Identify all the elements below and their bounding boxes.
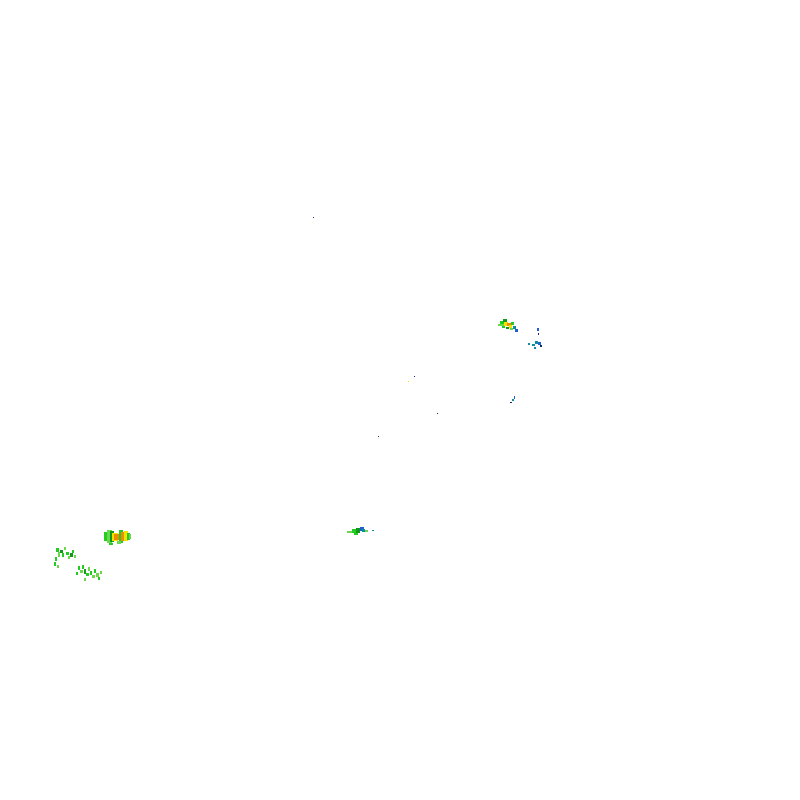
echo-pixel bbox=[503, 319, 507, 322]
echo-pixel bbox=[408, 381, 409, 382]
echo-pixel bbox=[498, 324, 504, 326]
echo-pixel bbox=[502, 326, 505, 328]
echo-pixel bbox=[512, 399, 514, 401]
echo-pixel bbox=[78, 566, 80, 570]
echo-pixel bbox=[62, 553, 64, 557]
echo-pixel bbox=[504, 322, 508, 326]
echo-pixel bbox=[121, 532, 125, 541]
echo-pixel bbox=[80, 570, 83, 573]
echo-pixel bbox=[74, 555, 76, 558]
echo-pixel bbox=[70, 553, 73, 557]
echo-pixel bbox=[528, 343, 530, 345]
echo-pixel bbox=[500, 321, 505, 324]
echo-pixel bbox=[414, 376, 415, 377]
echo-pixel bbox=[72, 550, 74, 553]
echo-pixel bbox=[82, 565, 84, 569]
echo-pixel bbox=[109, 543, 113, 545]
echo-pixel bbox=[313, 217, 314, 218]
echo-pixel bbox=[362, 529, 365, 532]
echo-pixel bbox=[437, 413, 438, 414]
echo-pixel bbox=[129, 534, 131, 539]
echo-pixel bbox=[515, 329, 518, 332]
echo-pixel bbox=[114, 534, 119, 540]
echo-pixel bbox=[532, 344, 535, 346]
northeast-scatter bbox=[510, 328, 542, 403]
echo-pixel bbox=[354, 533, 358, 535]
echo-pixel bbox=[511, 322, 514, 325]
echo-pixel bbox=[535, 341, 538, 344]
echo-pixel bbox=[538, 333, 539, 335]
echo-pixel bbox=[107, 530, 112, 543]
echo-pixel bbox=[68, 556, 70, 559]
echo-pixel bbox=[104, 532, 108, 541]
echo-pixel bbox=[378, 436, 379, 437]
echo-pixel bbox=[537, 328, 539, 331]
echo-pixel bbox=[506, 327, 509, 329]
echo-pixel bbox=[60, 550, 63, 553]
northeast-cell bbox=[498, 319, 518, 332]
echo-pixel bbox=[58, 552, 60, 557]
echo-pixel bbox=[92, 575, 95, 578]
central-specks bbox=[313, 217, 438, 437]
echo-pixel bbox=[57, 565, 59, 568]
echo-pixel bbox=[365, 530, 368, 532]
echo-pixel bbox=[64, 547, 66, 550]
echo-pixel bbox=[76, 572, 78, 575]
echo-pixel bbox=[66, 552, 69, 555]
echo-pixel bbox=[356, 528, 360, 533]
echo-pixel bbox=[100, 571, 102, 574]
echo-pixel bbox=[347, 531, 353, 533]
echo-pixel bbox=[86, 573, 89, 576]
echo-pixel bbox=[84, 578, 86, 581]
south-central-cell bbox=[347, 527, 374, 535]
echo-pixel bbox=[88, 567, 90, 571]
echo-pixel bbox=[127, 533, 130, 540]
echo-pixel bbox=[98, 577, 100, 580]
echo-pixel bbox=[84, 569, 86, 574]
echo-pixel bbox=[56, 548, 59, 552]
echo-pixel bbox=[534, 347, 536, 349]
echo-pixel bbox=[540, 345, 542, 347]
southwest-scatter bbox=[54, 547, 102, 581]
echo-pixel bbox=[507, 323, 511, 326]
echo-pixel bbox=[513, 326, 516, 329]
echo-pixel bbox=[55, 557, 57, 561]
echo-pixel bbox=[352, 529, 357, 533]
echo-pixel bbox=[514, 396, 515, 399]
southwest-cell bbox=[104, 530, 131, 545]
echo-pixel bbox=[94, 569, 96, 573]
echo-pixel bbox=[510, 402, 512, 403]
echo-pixel bbox=[124, 531, 128, 541]
echo-pixel bbox=[90, 571, 92, 575]
echo-pixel bbox=[372, 530, 374, 531]
echo-pixel bbox=[54, 562, 56, 566]
echo-pixel bbox=[538, 342, 541, 345]
echo-pixel bbox=[96, 573, 99, 577]
echo-pixel bbox=[509, 325, 512, 328]
echo-pixel bbox=[510, 328, 513, 330]
echo-pixel bbox=[117, 541, 121, 544]
